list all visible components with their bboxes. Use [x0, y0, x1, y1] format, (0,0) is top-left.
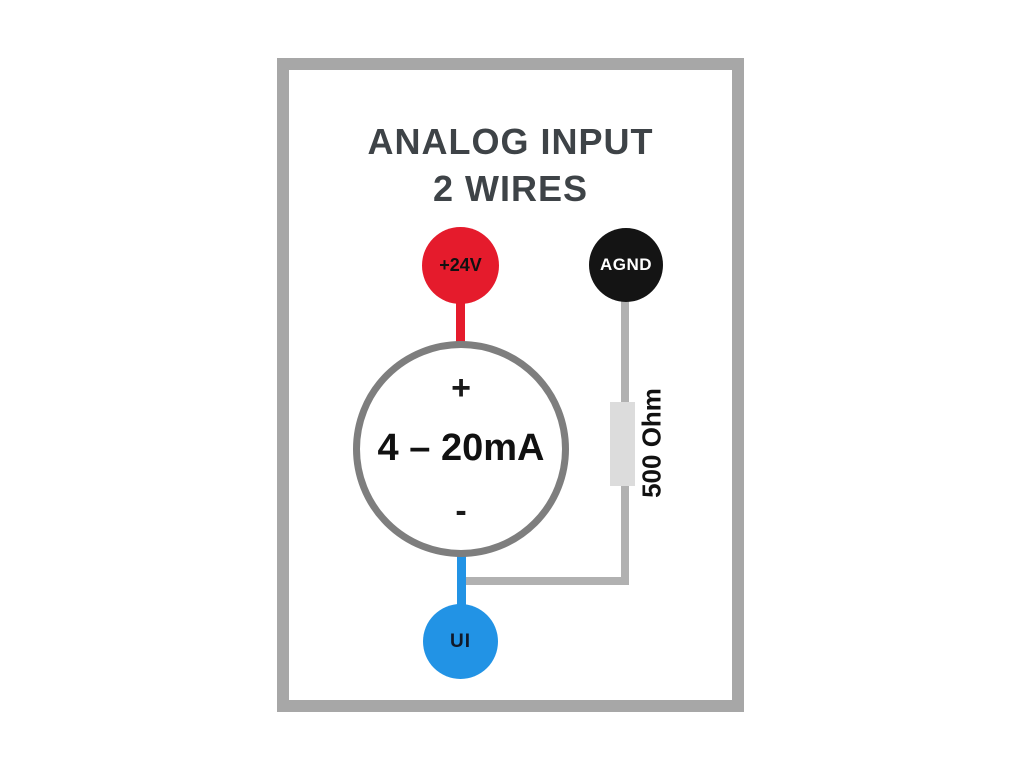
source-value-label: 4 – 20mA: [377, 427, 545, 469]
terminal-24v-label: +24V: [439, 255, 482, 275]
source-plus-sign: +: [451, 369, 471, 407]
diagram-title-line2: 2 WIRES: [432, 168, 589, 209]
resistor: [610, 402, 635, 486]
input-wire: [457, 546, 466, 642]
ground-wire-horizontal: [464, 577, 629, 585]
terminal-ui: UI: [423, 604, 498, 679]
current-source-circle: [353, 341, 569, 557]
terminal-agnd: AGND: [589, 228, 663, 302]
terminal-24v: +24V: [422, 227, 499, 304]
diagram-title-line1: ANALOG INPUT: [367, 121, 654, 162]
terminal-ui-label: UI: [450, 630, 471, 652]
power-wire: [456, 260, 465, 348]
source-minus-sign: -: [455, 492, 467, 530]
terminal-agnd-label: AGND: [599, 255, 653, 274]
diagram-frame: [277, 58, 744, 712]
diagram-title: ANALOG INPUT 2 WIRES: [277, 118, 744, 212]
